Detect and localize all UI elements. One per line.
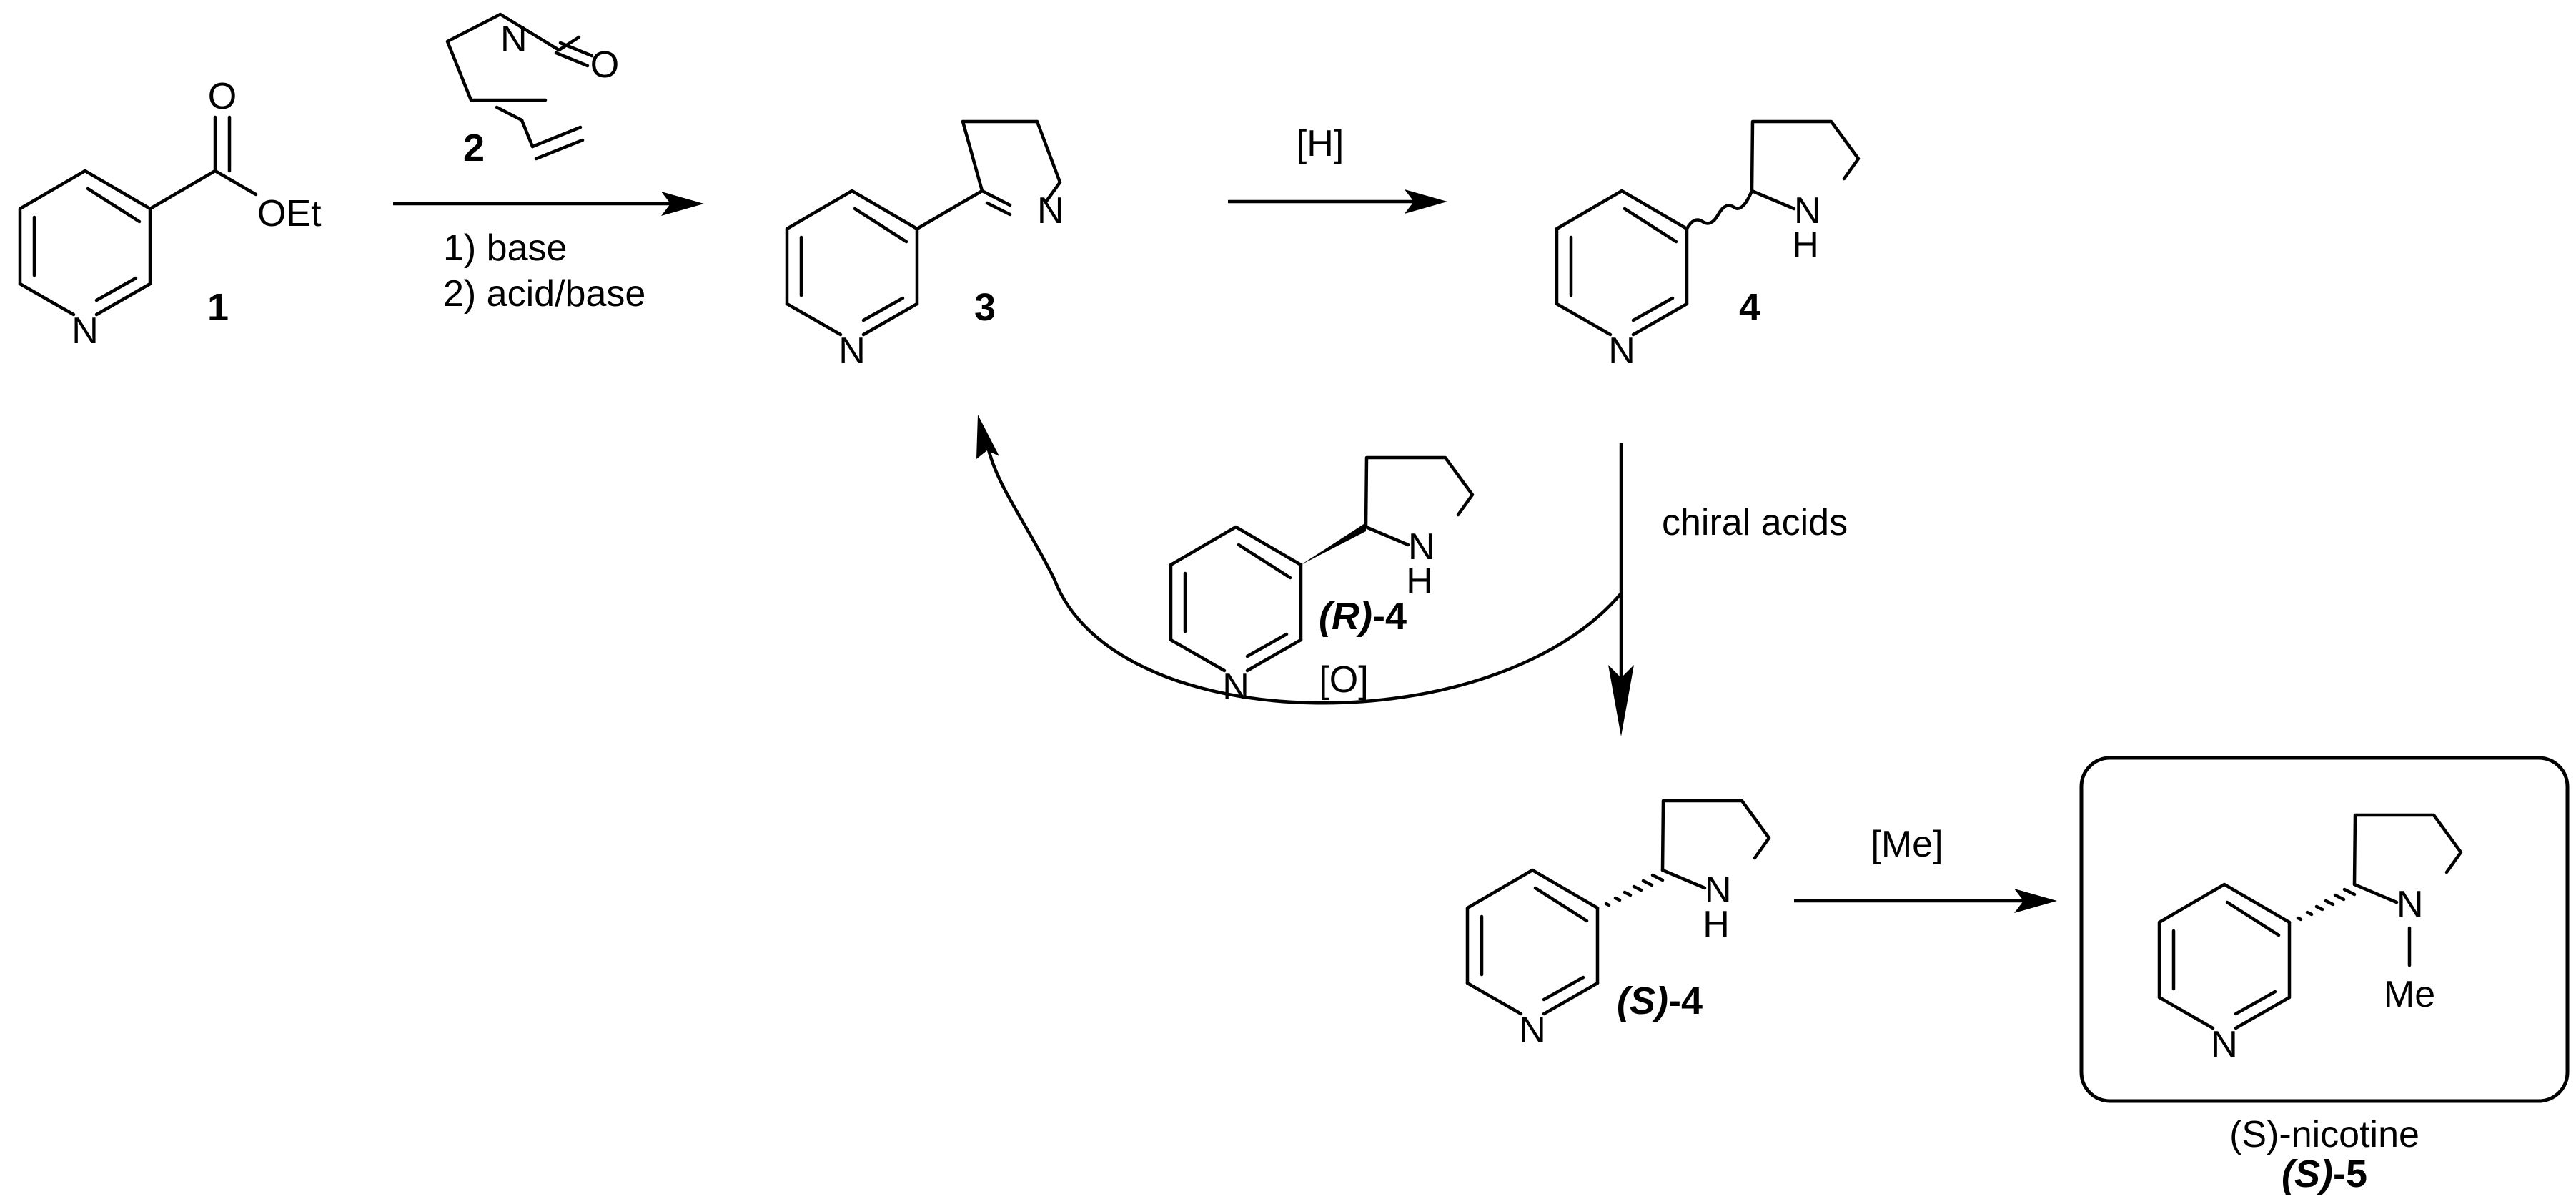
compound-1: N O OEt xyxy=(20,76,322,352)
compound-s4: N N H xyxy=(1467,799,1771,1051)
label-s4: (S)-4 xyxy=(1617,980,1703,1022)
label-1: 1 xyxy=(207,286,229,329)
step4-reagent: [Me] xyxy=(1871,824,1943,865)
compound-r4: N N H xyxy=(1171,455,1475,708)
wedge-bond xyxy=(1301,523,1366,565)
ring-n: N xyxy=(500,19,527,60)
amine-n: N xyxy=(1408,526,1435,568)
imine-n: N xyxy=(1037,190,1064,232)
label-4: 4 xyxy=(1739,286,1760,329)
amine-n: N xyxy=(2397,884,2424,925)
compound-2: O N xyxy=(445,12,619,161)
wavy-bond xyxy=(1685,189,1754,231)
ring-n: N xyxy=(1608,330,1635,372)
amine-h: H xyxy=(1703,904,1730,945)
step1-line2: 2) acid/base xyxy=(443,273,645,315)
amine-h: H xyxy=(1406,561,1433,602)
amine-h: H xyxy=(1792,224,1819,266)
label-2: 2 xyxy=(463,127,485,169)
ring-n: N xyxy=(2211,1024,2238,1065)
amine-n: N xyxy=(1705,869,1732,911)
label-s5: (S)-5 xyxy=(2282,1153,2367,1195)
recycle-arrow xyxy=(986,446,1623,705)
product-box xyxy=(2079,756,2570,1103)
step2-reagent: [H] xyxy=(1297,123,1344,164)
recycle-reagent: [O] xyxy=(1319,659,1368,701)
methyl: Me xyxy=(2384,974,2435,1015)
compound-s5: N N Me xyxy=(2159,813,2463,1065)
label-r4: (R)-4 xyxy=(1319,595,1407,638)
compound-3: N N xyxy=(787,119,1064,372)
step3-reagent: chiral acids xyxy=(1662,502,1848,543)
hashed-bond xyxy=(1604,873,1665,907)
compound-4: N N H xyxy=(1557,119,1861,372)
ring-n: N xyxy=(71,310,99,352)
ring-n: N xyxy=(1519,1010,1546,1051)
ester-label: OEt xyxy=(257,193,322,235)
amine-n: N xyxy=(1794,190,1821,232)
ring-n: N xyxy=(838,330,866,372)
carbonyl-o: O xyxy=(208,76,237,117)
ring-n: N xyxy=(1222,666,1249,708)
step1-line1: 1) base xyxy=(443,227,567,269)
product-name: (S)-nicotine xyxy=(2229,1114,2419,1155)
label-3: 3 xyxy=(974,286,996,329)
carbonyl-o: O xyxy=(590,44,619,86)
hashed-bond xyxy=(2296,887,2357,922)
